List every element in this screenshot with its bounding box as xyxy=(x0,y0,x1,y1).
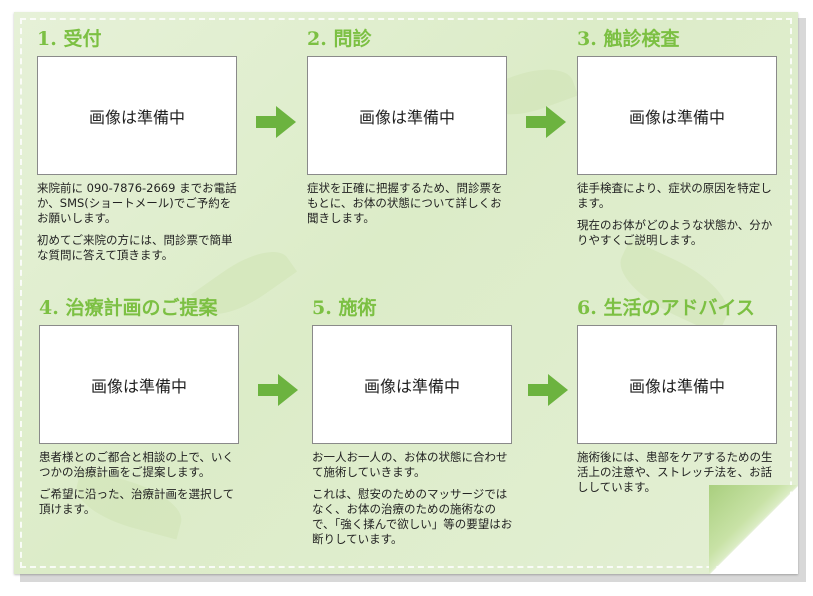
right-arrow-icon xyxy=(526,106,566,138)
step-description: 徒手検査により、症状の原因を特定します。 現在のお体がどのような状態か、分かりや… xyxy=(577,181,779,248)
step-title: 5. 施術 xyxy=(312,297,377,319)
image-placeholder: 画像は準備中 xyxy=(37,56,237,175)
dashed-border xyxy=(20,18,792,568)
right-arrow-icon xyxy=(528,374,568,406)
description-paragraph: 施術後には、患部をケアするための生活上の注意や、ストレッチ法を、お話ししています… xyxy=(577,450,773,494)
step-description: 施術後には、患部をケアするための生活上の注意や、ストレッチ法を、お話ししています… xyxy=(577,450,779,495)
description-paragraph: 症状を正確に把握するため、問診票をもとに、お体の状態について詳しくお聞きします。 xyxy=(307,181,503,225)
step-title: 4. 治療計画のご提案 xyxy=(39,297,218,319)
description-paragraph: 徒手検査により、症状の原因を特定します。 xyxy=(577,181,772,210)
description-paragraph: これは、慰安のためのマッサージではなく、お体の治療のための施術なので、「強く揉ん… xyxy=(312,487,513,546)
description-paragraph: お一人お一人の、お体の状態に合わせて施術していきます。 xyxy=(312,450,508,479)
step-description: 症状を正確に把握するため、問診票をもとに、お体の状態について詳しくお聞きします。 xyxy=(307,181,509,226)
image-placeholder: 画像は準備中 xyxy=(577,56,777,175)
step-3: 3. 触診検査 画像は準備中 徒手検査により、症状の原因を特定します。 現在のお… xyxy=(577,26,779,248)
description-paragraph: 来院前に 090-7876-2669 までお電話か、SMS(ショートメール)でご… xyxy=(37,181,237,225)
description-paragraph: 患者様とのご都合と相談の上で、いくつかの治療計画をご提案します。 xyxy=(39,450,234,479)
description-paragraph: 現在のお体がどのような状態か、分かりやすくご説明します。 xyxy=(577,218,773,247)
step-6: 6. 生活のアドバイス 画像は準備中 施術後には、患部をケアするための生活上の注… xyxy=(577,295,779,495)
image-placeholder: 画像は準備中 xyxy=(312,325,512,444)
flow-card: 1. 受付 画像は準備中 来院前に 090-7876-2669 までお電話か、S… xyxy=(14,12,798,574)
description-paragraph: 初めてご来院の方には、問診票で簡単な質問に答えて頂きます。 xyxy=(37,233,233,262)
image-placeholder: 画像は準備中 xyxy=(39,325,239,444)
step-title: 6. 生活のアドバイス xyxy=(577,297,755,319)
step-2: 2. 問診 画像は準備中 症状を正確に把握するため、問診票をもとに、お体の状態に… xyxy=(307,26,509,226)
image-placeholder: 画像は準備中 xyxy=(577,325,777,444)
step-title: 3. 触診検査 xyxy=(577,28,680,50)
step-4: 4. 治療計画のご提案 画像は準備中 患者様とのご都合と相談の上で、いくつかの治… xyxy=(39,295,241,517)
step-title: 2. 問診 xyxy=(307,28,372,50)
step-title: 1. 受付 xyxy=(37,28,102,50)
step-description: お一人お一人の、お体の状態に合わせて施術していきます。 これは、慰安のためのマッ… xyxy=(312,450,514,547)
image-placeholder: 画像は準備中 xyxy=(307,56,507,175)
right-arrow-icon xyxy=(258,374,298,406)
description-paragraph: ご希望に沿った、治療計画を選択して頂けます。 xyxy=(39,487,235,516)
step-1: 1. 受付 画像は準備中 来院前に 090-7876-2669 までお電話か、S… xyxy=(37,26,239,263)
right-arrow-icon xyxy=(256,106,296,138)
step-5: 5. 施術 画像は準備中 お一人お一人の、お体の状態に合わせて施術していきます。… xyxy=(312,295,514,547)
step-description: 患者様とのご都合と相談の上で、いくつかの治療計画をご提案します。 ご希望に沿った… xyxy=(39,450,241,517)
step-description: 来院前に 090-7876-2669 までお電話か、SMS(ショートメール)でご… xyxy=(37,181,239,263)
